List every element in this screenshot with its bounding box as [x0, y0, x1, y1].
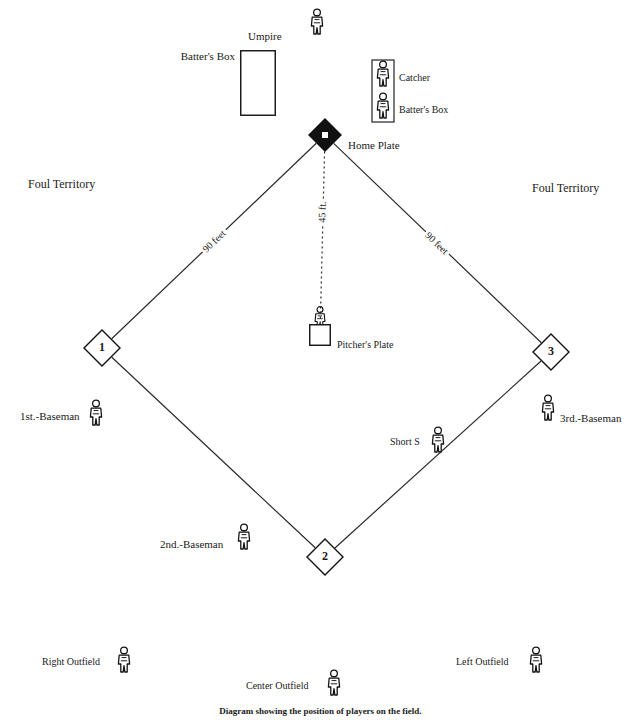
second-base: 2	[306, 538, 344, 576]
left-outfield-figure	[530, 647, 541, 672]
batters-box-label: Batter's Box	[399, 104, 448, 116]
center-outfield-figure	[328, 670, 339, 695]
baseman-label: 3rd.-Baseman	[560, 412, 621, 425]
batters-box: Batter's Box	[240, 50, 276, 116]
catcher-label: Catcher	[399, 72, 430, 84]
catcher-box-outline	[372, 60, 394, 122]
third-baseman-figure	[542, 395, 553, 420]
first-base-text: 1	[99, 341, 105, 355]
third-base: 3	[532, 333, 570, 371]
pitch-distance-line	[320, 152, 324, 324]
batter-figure	[377, 93, 388, 118]
catcher-figure	[377, 61, 388, 86]
home-plate-outline	[308, 118, 342, 152]
distance-label: 90 feet	[422, 228, 452, 258]
second-base-text: 2	[322, 550, 328, 564]
base-line	[112, 143, 317, 338]
home-plate-shape	[309, 119, 341, 151]
first-baseman-figure	[90, 400, 101, 425]
third-base-shape	[533, 334, 569, 370]
home-plate: Home Plate	[308, 118, 342, 152]
baseman-label: 2nd.-Baseman	[160, 538, 223, 551]
third-base-text: 3	[548, 345, 554, 359]
umpire-label: Umpire	[248, 30, 282, 43]
second-baseman-figure	[238, 524, 249, 549]
home-plate-text: Home Plate	[348, 139, 400, 152]
base-line	[334, 143, 542, 342]
home-plate-mark	[322, 132, 328, 138]
figure-caption: Diagram showing the position of players …	[0, 706, 641, 716]
pitchers-plate-text: Pitcher's Plate	[337, 339, 394, 351]
short-stop-figure	[432, 427, 443, 452]
foul-territory-label: Foul Territory	[28, 178, 95, 192]
pitchers-plate-shape	[310, 325, 331, 346]
base-line	[112, 357, 315, 548]
batters-box-outline	[240, 50, 276, 116]
first-base-shape	[84, 330, 120, 366]
outfield-label: Center Outfield	[246, 680, 308, 692]
foul-territory-label: Foul Territory	[532, 182, 599, 196]
right-outfield-figure	[118, 647, 129, 672]
distance-label: 90 feet	[199, 226, 229, 256]
outfield-label: Right Outfield	[42, 656, 100, 668]
batters-box-shape	[241, 51, 276, 116]
baseman-label: 1st.-Baseman	[20, 410, 80, 423]
short-stop-label: Short S	[390, 436, 420, 448]
pitchers-plate-outline	[309, 324, 331, 346]
pitchers-plate: Pitcher's Plate	[309, 324, 331, 346]
base-line	[335, 361, 541, 548]
distance-label: 45 ft.	[317, 199, 329, 224]
second-base-shape	[307, 539, 343, 575]
outfield-label: Left Outfield	[456, 656, 508, 668]
first-base: 1	[83, 329, 121, 367]
batters-box-text: Batter's Box	[181, 50, 235, 63]
umpire-figure	[311, 9, 322, 34]
